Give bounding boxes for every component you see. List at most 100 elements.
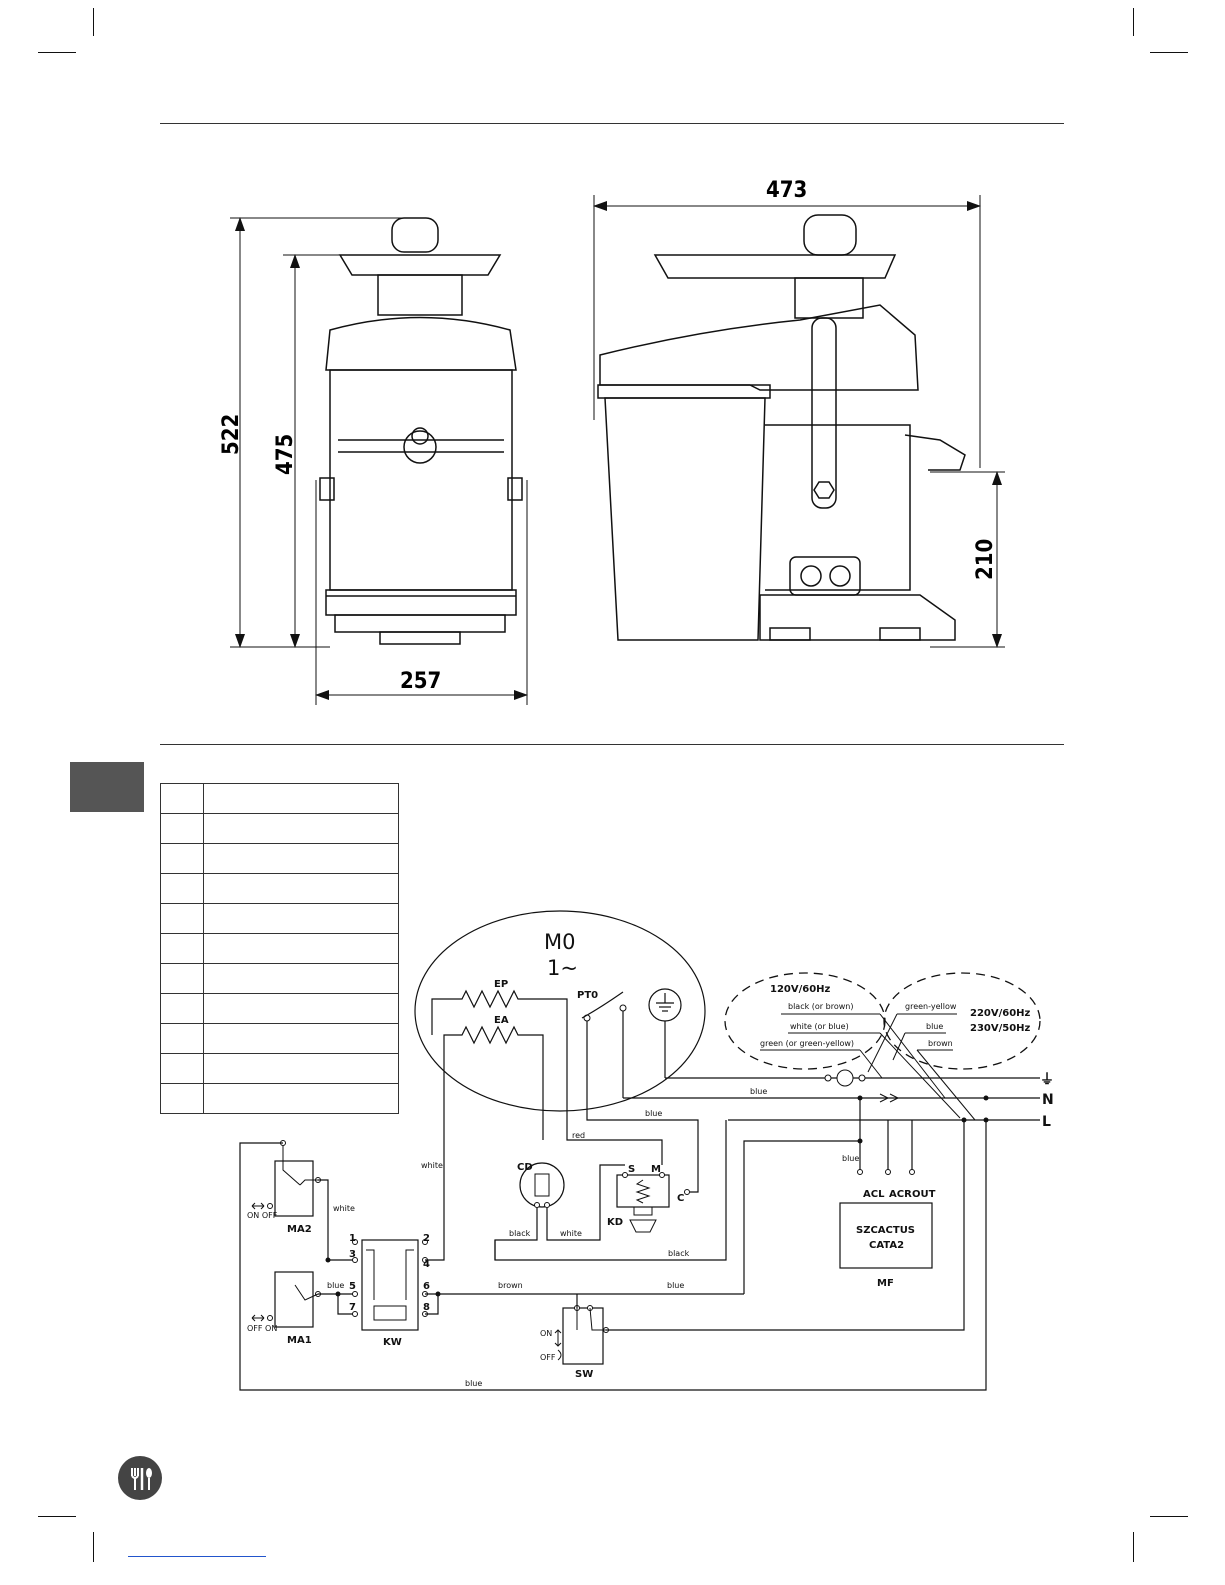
crop-mark <box>38 1516 76 1517</box>
front-height-body: 475 <box>273 434 298 475</box>
legend-row <box>160 1053 399 1084</box>
motor-title: M0 <box>544 930 575 954</box>
legend-row <box>160 813 399 844</box>
juicer-front-view <box>319 217 523 645</box>
mf-line2: CATA2 <box>869 1240 904 1251</box>
front-height-total: 522 <box>219 414 244 455</box>
kw-term-5: 5 <box>349 1281 356 1292</box>
wire-label-blue: blue <box>667 1281 684 1290</box>
ma1-label: MA1 <box>287 1335 312 1346</box>
motor-ep-label: EP <box>494 979 508 990</box>
voltage-230-title: 230V/50Hz <box>970 1023 1031 1034</box>
kd-c-label: C <box>677 1193 684 1204</box>
cd-label: CD <box>517 1162 533 1173</box>
motor-pto-label: PT0 <box>577 990 598 1001</box>
legend-row <box>160 843 399 874</box>
kw-term-4: 4 <box>423 1259 430 1270</box>
ma2-state-label: ON OFF <box>247 1211 278 1220</box>
legend-row <box>160 903 399 934</box>
filter-mf <box>839 1202 933 1269</box>
kw-term-1: 1 <box>349 1233 356 1244</box>
brand-logo-icon <box>118 1456 162 1500</box>
mf-label: MF <box>877 1278 894 1289</box>
wire-label-black: black <box>509 1229 531 1238</box>
wire-label-brown: brown <box>498 1281 523 1290</box>
section-tab <box>70 762 144 812</box>
ground-symbol: ⏚ <box>1040 1072 1054 1088</box>
side-view-dimensions: 473 210 <box>593 178 1005 648</box>
voltage-120-title: 120V/60Hz <box>770 984 831 995</box>
juicer-side-view <box>597 214 966 641</box>
sw-off-label: OFF <box>540 1353 556 1362</box>
wire-label-blue: blue <box>750 1087 767 1096</box>
motor-enclosure <box>414 910 706 1112</box>
kw-term-3: 3 <box>349 1249 356 1260</box>
bus-n-label: N <box>1042 1092 1054 1108</box>
crop-mark <box>93 1532 94 1562</box>
voltage-220-enclosure <box>883 972 1041 1070</box>
wire-label-blue: blue <box>465 1379 482 1388</box>
mf-line1: SZCACTUS <box>856 1225 915 1236</box>
crop-mark <box>93 8 94 36</box>
kw-term-8: 8 <box>423 1302 430 1313</box>
wire-label-red: red <box>572 1131 585 1140</box>
voltage-120-wire2: white (or blue) <box>790 1022 849 1031</box>
mf-acl-label: ACL <box>863 1189 885 1200</box>
ma2-label: MA2 <box>287 1224 312 1235</box>
voltage-220-wire3: brown <box>928 1039 953 1048</box>
wire-label-white: white <box>333 1204 355 1213</box>
sw-on-label: ON <box>540 1329 552 1338</box>
motor-ea-label: EA <box>494 1015 509 1026</box>
mf-acr-label: ACR <box>889 1189 912 1200</box>
top-rule <box>160 123 1064 124</box>
legend-row <box>160 933 399 964</box>
side-spout-height: 210 <box>973 539 998 580</box>
front-view-dimensions: 522 475 257 <box>219 217 528 705</box>
voltage-120-wire3: green (or green-yellow) <box>760 1039 854 1048</box>
crop-mark <box>1150 52 1188 53</box>
motor-phase: 1~ <box>547 956 578 980</box>
kw-term-6: 6 <box>423 1281 430 1292</box>
sw-label: SW <box>575 1369 593 1380</box>
crop-mark <box>1133 1532 1134 1562</box>
wire-label-blue: blue <box>645 1109 662 1118</box>
crop-mark <box>1150 1516 1188 1517</box>
front-width: 257 <box>400 669 441 694</box>
crop-mark <box>1133 8 1134 36</box>
legend-table <box>160 783 399 1114</box>
voltage-220-wire1: green-yellow <box>905 1002 957 1011</box>
mf-out-label: OUT <box>912 1189 936 1200</box>
kd-s-label: S <box>628 1164 635 1175</box>
crop-mark <box>38 52 76 53</box>
voltage-220-wire2: blue <box>926 1022 943 1031</box>
kw-term-2: 2 <box>423 1233 430 1244</box>
ma1-state-label: OFF ON <box>247 1324 277 1333</box>
wire-label-white: white <box>560 1229 582 1238</box>
kd-label: KD <box>607 1217 623 1228</box>
side-width: 473 <box>766 178 807 203</box>
relay-kd <box>616 1174 670 1208</box>
bus-l-label: L <box>1042 1114 1051 1130</box>
kd-m-label: M <box>651 1164 661 1175</box>
wire-label-white: white <box>421 1161 443 1170</box>
kw-label: KW <box>383 1337 402 1348</box>
wire-label-blue: blue <box>327 1281 344 1290</box>
dimension-drawings: 522 475 257 473 210 <box>219 178 1005 705</box>
switch-sw[interactable] <box>562 1307 604 1365</box>
wire-label-black: black <box>668 1249 690 1258</box>
capacitor-icon <box>519 1162 565 1208</box>
legend-row <box>160 1023 399 1054</box>
relay-kw <box>361 1239 419 1331</box>
middle-rule <box>160 744 1064 745</box>
voltage-220-title: 220V/60Hz <box>970 1008 1031 1019</box>
legend-row <box>160 1083 399 1114</box>
footer-link-line <box>128 1556 266 1557</box>
switch-ma1[interactable] <box>274 1271 314 1328</box>
wire-label-blue: blue <box>842 1154 859 1163</box>
ground-terminal-icon <box>836 1069 854 1087</box>
switch-ma2[interactable] <box>274 1160 314 1217</box>
legend-row <box>160 963 399 994</box>
voltage-120-wire1: black (or brown) <box>788 1002 853 1011</box>
kw-term-7: 7 <box>349 1302 356 1313</box>
